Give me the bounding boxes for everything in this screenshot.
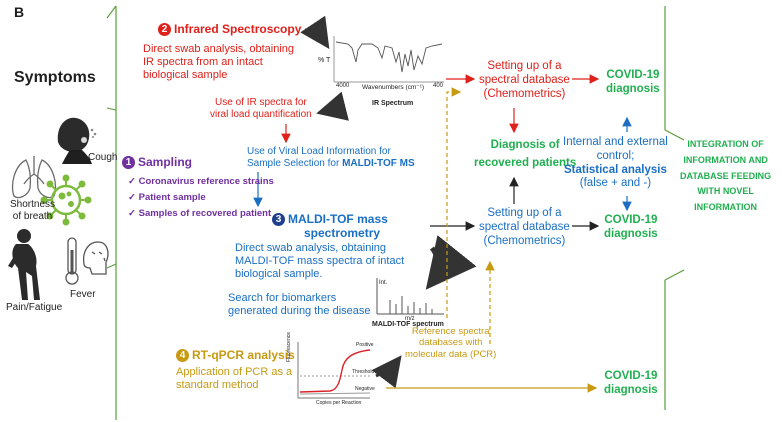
symptom-pain-label: Pain/Fatigue <box>6 302 63 313</box>
thermometer-fever-icon <box>65 237 109 285</box>
step-number-3: 3 <box>272 213 285 226</box>
maldi-ylabel: Int. <box>379 280 388 286</box>
coughing-person-icon <box>57 117 97 164</box>
pcr-positive-label: Positive <box>356 342 374 348</box>
step-number-2: 2 <box>158 23 171 36</box>
sampling-item: ✓ Coronavirus reference strains <box>128 176 274 187</box>
maldi-xlabel: m/z <box>405 316 415 322</box>
ir-xlabel: Wavenumbers (cm⁻¹) <box>362 84 425 91</box>
tired-person-icon <box>8 229 40 300</box>
virus-icon <box>40 174 92 226</box>
step-number-1: 1 <box>122 156 135 169</box>
pcr-negative-label: Negative <box>355 386 375 392</box>
pcr-xlabel: Copies per Reaction <box>316 400 362 406</box>
ir-spectrum-plot <box>333 36 444 83</box>
arrow-ir-to-spectrum <box>300 15 330 49</box>
arrow-spectrum-to-viralload <box>316 91 349 121</box>
maldi-spectrum-plot <box>376 278 444 315</box>
ir-tick-right: 400 <box>433 83 444 89</box>
panel-label: B <box>14 4 25 20</box>
arrow-gold-to-topdb <box>446 87 462 318</box>
pcr-amplification-plot <box>297 342 371 399</box>
step-number-4: 4 <box>176 349 189 362</box>
left-bracket <box>106 5 117 420</box>
arrow-pcr-to-reference <box>371 355 402 389</box>
ir-ylabel: % T <box>318 57 331 64</box>
pcr-threshold-label: Threshold <box>352 369 375 375</box>
maldi-caption: MALDI-TOF spectrum <box>372 321 444 328</box>
ir-caption: IR Spectrum <box>372 100 414 107</box>
pcr-ylabel: Fluorescence <box>286 331 292 362</box>
ir-tick-left: 4000 <box>336 83 350 89</box>
lungs-icon <box>11 156 57 199</box>
sampling-list: ✓ Coronavirus reference strains ✓ Patien… <box>128 174 274 222</box>
symptom-cough-label: Cough <box>88 152 118 163</box>
sampling-item: ✓ Samples of recovered patient <box>128 208 272 219</box>
symptoms-heading: Symptoms <box>14 69 96 86</box>
arrow-maldi-to-spectrum <box>425 235 477 290</box>
sampling-item: ✓ Patient sample <box>128 192 206 203</box>
right-bracket <box>664 6 685 410</box>
symptom-fever-label: Fever <box>70 289 96 300</box>
maldi-title-line2: spectrometry <box>304 226 381 240</box>
